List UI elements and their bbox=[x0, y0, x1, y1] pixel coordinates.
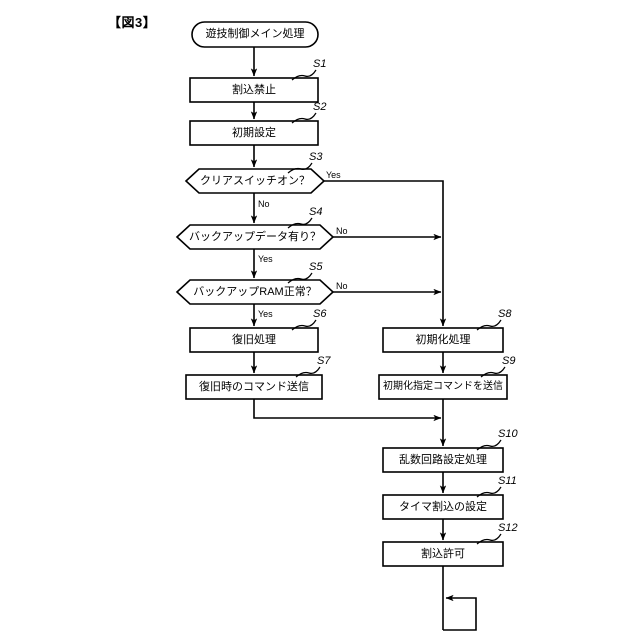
node-s5-shape bbox=[175, 279, 335, 305]
leader-s5 bbox=[287, 272, 313, 284]
figure-label: 【図3】 bbox=[108, 15, 157, 30]
edge-label-s3-no: No bbox=[258, 199, 270, 209]
step-label-s2: S2 bbox=[313, 101, 327, 113]
edge-loop-back bbox=[443, 594, 477, 631]
step-label-s3: S3 bbox=[309, 151, 323, 163]
leader-s9 bbox=[480, 366, 506, 378]
step-label-s8: S8 bbox=[498, 308, 512, 320]
edge-label-s4-yes: Yes bbox=[258, 254, 273, 264]
node-s10-shape bbox=[382, 447, 504, 473]
edge-label-s5-yes: Yes bbox=[258, 309, 273, 319]
node-s3-shape bbox=[184, 168, 326, 194]
node-start-shape bbox=[191, 21, 319, 48]
node-s1-shape bbox=[189, 77, 319, 103]
leader-s6 bbox=[291, 319, 317, 331]
step-label-s1: S1 bbox=[313, 58, 327, 70]
node-s11-shape bbox=[382, 494, 504, 520]
node-s12-shape bbox=[382, 541, 504, 567]
leader-s10 bbox=[476, 439, 502, 451]
node-s9-shape bbox=[378, 374, 508, 400]
edge-label-s4-no: No bbox=[336, 226, 348, 236]
node-s8-shape bbox=[382, 327, 504, 353]
step-label-s11: S11 bbox=[498, 475, 517, 487]
node-s6-shape bbox=[189, 327, 319, 353]
leader-s7 bbox=[295, 366, 321, 378]
step-label-s12: S12 bbox=[498, 522, 518, 534]
edge-label-s5-no: No bbox=[336, 281, 348, 291]
step-label-s9: S9 bbox=[502, 355, 516, 367]
leader-s8 bbox=[476, 319, 502, 331]
leader-s3 bbox=[287, 162, 313, 174]
edge-label-s3-yes: Yes bbox=[326, 170, 341, 180]
node-s4-shape bbox=[175, 224, 335, 250]
leader-s1 bbox=[291, 69, 317, 81]
edge-s3-yes-to-right-spine bbox=[324, 180, 447, 327]
step-label-s6: S6 bbox=[313, 308, 327, 320]
leader-s2 bbox=[291, 112, 317, 124]
leader-s12 bbox=[476, 533, 502, 545]
step-label-s4: S4 bbox=[309, 206, 323, 218]
step-label-s10: S10 bbox=[498, 428, 518, 440]
step-label-s5: S5 bbox=[309, 261, 323, 273]
node-s2-shape bbox=[189, 120, 319, 146]
edge-s7-to-merge bbox=[253, 399, 442, 422]
step-label-s7: S7 bbox=[317, 355, 331, 367]
leader-s11 bbox=[476, 486, 502, 498]
leader-s4 bbox=[287, 217, 313, 229]
node-s7-shape bbox=[185, 374, 323, 400]
